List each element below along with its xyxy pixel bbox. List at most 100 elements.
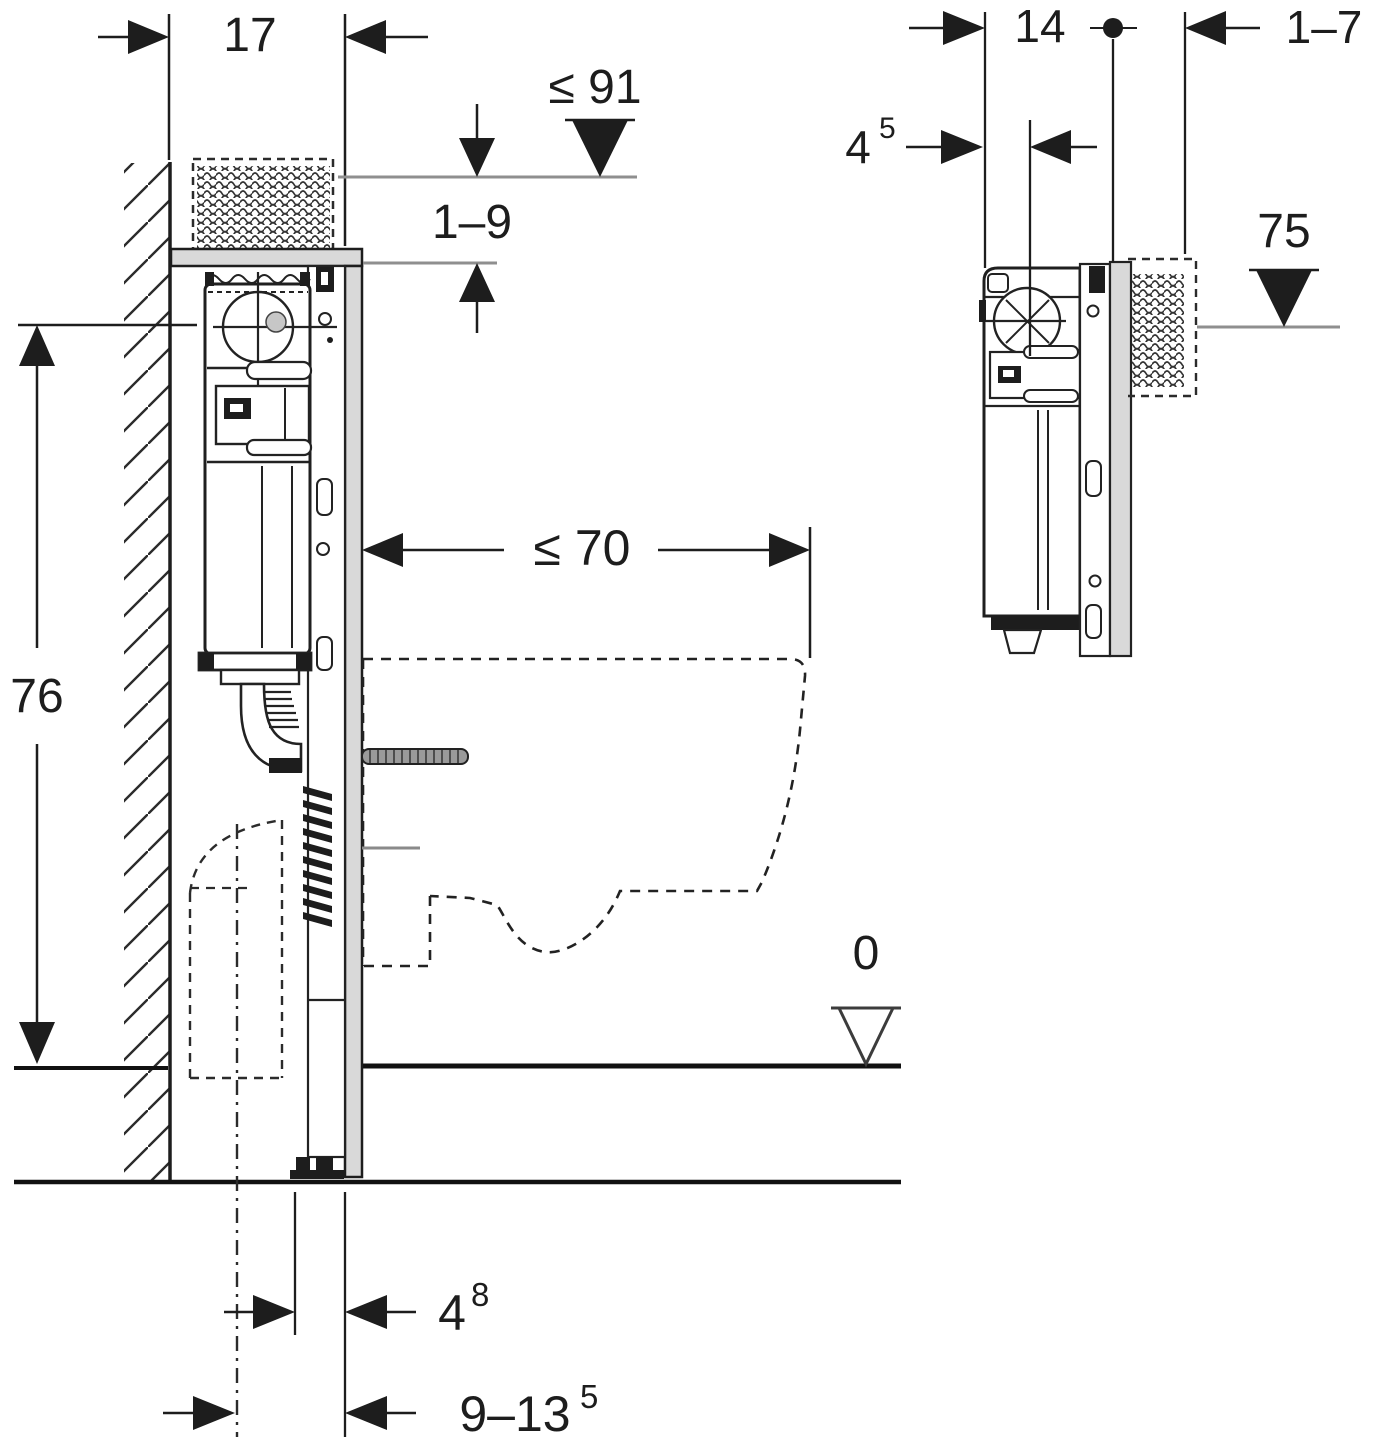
dim-value-1-9: 1–9 xyxy=(432,196,512,249)
arrowhead-right-icon xyxy=(943,11,985,45)
cover-end-left xyxy=(205,272,214,286)
flush-valve-switch-slot-side xyxy=(1003,370,1014,377)
dim-value-1-7: 1–7 xyxy=(1286,1,1363,53)
flush-valve-switch-slot xyxy=(230,404,243,412)
frame-slot-side-lower xyxy=(1085,604,1102,639)
frame-rail-side xyxy=(1108,260,1133,658)
dim-max-top-level: ≤ 91 xyxy=(338,61,642,179)
cistern-front xyxy=(197,272,337,927)
arrowhead-left-icon xyxy=(362,533,403,567)
dim-cover-adjust: 1–9 xyxy=(363,104,512,333)
dim-sup-5b: 5 xyxy=(879,112,896,145)
arrowhead-right-icon xyxy=(193,1396,235,1430)
wall-finish-block-top xyxy=(191,157,335,251)
frame-top-rail xyxy=(169,247,364,268)
dim-sup-8: 8 xyxy=(471,1276,489,1313)
dim-value-14: 14 xyxy=(1014,0,1065,52)
arrowhead-down-icon xyxy=(459,138,495,177)
dim-value-91: ≤ 91 xyxy=(548,61,641,114)
dim-sup-5: 5 xyxy=(580,1378,598,1415)
floor-lines xyxy=(14,1063,901,1185)
cistern-corner-detail xyxy=(987,273,1009,293)
side-view-cistern xyxy=(979,257,1198,658)
arrowhead-left-icon xyxy=(345,20,386,54)
frame-screw-side-upper xyxy=(1086,304,1100,318)
frame-panel xyxy=(306,264,347,1159)
frame-foot-pad-left xyxy=(296,1157,310,1174)
fill-valve-float xyxy=(265,311,287,333)
dim-value-4b: 4 xyxy=(845,121,871,173)
arrowhead-left-icon xyxy=(1030,130,1071,164)
dim-frame-width: 17 xyxy=(98,9,428,246)
arrowhead-right-icon xyxy=(941,130,983,164)
flush-bracket-bottom xyxy=(245,438,313,457)
dim-value-76: 76 xyxy=(10,670,63,723)
dim-value-75: 75 xyxy=(1257,205,1310,258)
level-marker-open-icon xyxy=(836,1006,896,1068)
flange-step xyxy=(219,668,301,686)
frame-slot-upper xyxy=(316,478,333,516)
dim-value-4: 4 xyxy=(438,1285,466,1341)
wall-section xyxy=(124,162,172,1182)
arrowhead-up-icon xyxy=(459,263,495,302)
frame-screw-side-lower xyxy=(1088,574,1102,588)
frame-front-rail xyxy=(343,264,364,1179)
dim-frame-depth: 14 xyxy=(909,0,1137,268)
mounting-frame xyxy=(169,247,364,1179)
level-marker-filled-icon xyxy=(1256,270,1312,327)
bowl-dashed-outline xyxy=(361,657,807,968)
arrowhead-left-icon xyxy=(1185,11,1226,45)
wall-finish-dashed-side xyxy=(1128,257,1198,398)
flush-bend-outlet xyxy=(269,758,302,773)
drain-pipe-dashed xyxy=(188,818,284,1437)
cistern-flange-side xyxy=(991,616,1083,630)
dim-finish-thickness: 1–7 xyxy=(1183,1,1363,254)
frame-rivet-dot xyxy=(327,337,333,343)
arrowhead-down-icon xyxy=(19,1022,55,1064)
flush-bend-ribs xyxy=(265,690,299,729)
arrowhead-right-icon xyxy=(128,20,169,54)
frame-slot-lower xyxy=(316,636,333,671)
frame-slot-side-upper xyxy=(1085,460,1102,497)
arrowhead-left-icon xyxy=(345,1295,387,1329)
frame-top-clip-side xyxy=(1089,266,1105,293)
level-marker-filled-icon xyxy=(572,120,628,177)
arrowhead-up-icon xyxy=(19,325,55,366)
drain-elbow-arc xyxy=(188,818,283,894)
dim-max-bowl-depth: ≤ 70 xyxy=(362,520,812,658)
flush-bracket-top-side xyxy=(1023,345,1079,359)
arrowhead-right-icon xyxy=(253,1295,295,1329)
flush-bracket-bottom-side xyxy=(1023,389,1079,403)
fixing-rod-threads xyxy=(369,750,459,763)
cistern-flange xyxy=(197,651,313,672)
zero-level-marker: 0 xyxy=(831,927,901,1068)
arrowhead-left-icon xyxy=(345,1396,387,1430)
datum-dot-icon xyxy=(1103,18,1123,38)
frame-screw-hole-upper xyxy=(318,312,332,326)
dim-valve-offset: 4 5 xyxy=(845,112,1097,356)
arrowhead-right-icon xyxy=(769,533,810,567)
dim-value-9-13: 9–13 xyxy=(459,1386,570,1440)
wall-hatch-fill xyxy=(124,163,170,1181)
frame-top-clip-slot xyxy=(321,272,328,285)
dim-value-0: 0 xyxy=(853,927,880,980)
flush-bracket-top xyxy=(245,360,313,381)
drain-connector-corrugated xyxy=(303,786,332,927)
wc-bowl xyxy=(361,657,807,968)
frame-foot-plate xyxy=(290,1170,344,1179)
flange-end-left xyxy=(199,653,214,670)
flange-end-right xyxy=(296,653,311,670)
dim-value-70: ≤ 70 xyxy=(534,520,631,576)
finish-weave-fill xyxy=(197,166,330,248)
cistern-foot-side xyxy=(1002,628,1043,655)
fill-valve-spoke-2 xyxy=(1005,299,1050,344)
frame-screw-hole-lower xyxy=(316,542,330,556)
dim-foot-offset: 4 8 xyxy=(224,1192,489,1437)
dim-value-17: 17 xyxy=(223,9,276,62)
cover-end-right xyxy=(300,272,310,286)
dim-drain-center-range: 9–13 5 xyxy=(163,1378,598,1440)
cistern-back-clip xyxy=(979,300,986,322)
wall-finish-weave-side xyxy=(1132,274,1184,388)
